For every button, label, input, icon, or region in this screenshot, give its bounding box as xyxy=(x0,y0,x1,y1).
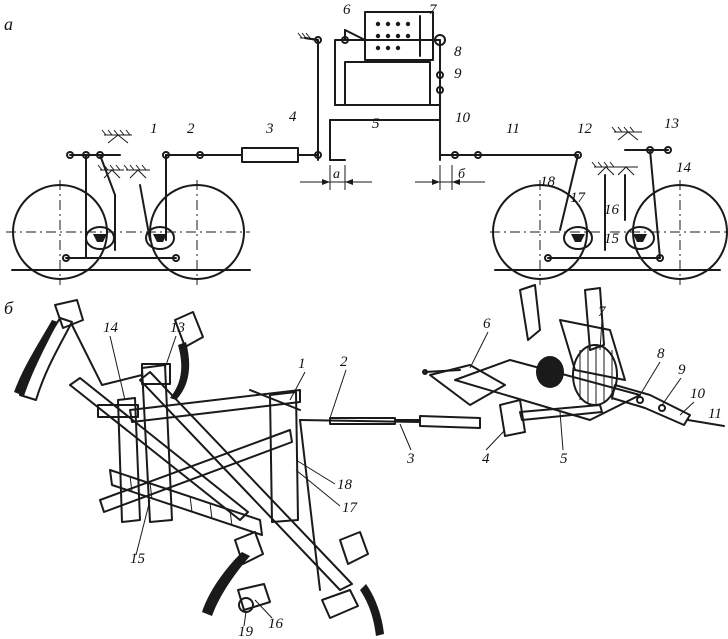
callout-p10: 10 xyxy=(690,386,706,402)
callout-p16: 16 xyxy=(268,616,284,632)
callout-7: 7 xyxy=(429,2,438,18)
callout-2: 2 xyxy=(187,121,195,137)
panel-label-b: б xyxy=(4,298,14,318)
control-linkage: а б xyxy=(297,11,485,190)
callout-5: 5 xyxy=(372,116,380,132)
callout-9: 9 xyxy=(454,66,462,82)
leader-lines xyxy=(109,319,695,627)
plough-body-lower-left xyxy=(202,531,271,616)
plough-body-lower-right xyxy=(321,531,384,636)
dimension-a: а xyxy=(333,167,340,182)
callout-6: 6 xyxy=(343,2,351,18)
drag-link-and-cylinder xyxy=(299,415,481,429)
callout-p9: 9 xyxy=(678,362,686,378)
callout-p4: 4 xyxy=(482,451,490,467)
callout-1: 1 xyxy=(150,121,158,137)
right-wheels xyxy=(490,126,728,285)
callout-18: 18 xyxy=(540,174,556,190)
callout-p19: 19 xyxy=(238,624,254,639)
schematic-callouts: 1 2 3 4 5 6 7 8 9 10 11 12 13 14 15 16 1… xyxy=(150,2,692,247)
callout-16: 16 xyxy=(604,202,620,218)
callout-14: 14 xyxy=(676,160,692,176)
callout-p18: 18 xyxy=(337,477,353,493)
callout-p13: 13 xyxy=(170,320,185,336)
callout-p7: 7 xyxy=(598,304,607,320)
left-wheels xyxy=(6,129,250,285)
perspective-panel: б xyxy=(4,284,725,639)
callout-4: 4 xyxy=(289,109,297,125)
callout-12: 12 xyxy=(577,121,593,137)
callout-p2: 2 xyxy=(340,354,348,370)
plough-body-middle xyxy=(170,311,204,400)
plough-body-upper xyxy=(14,299,143,401)
callout-p15: 15 xyxy=(130,551,146,567)
callout-11: 11 xyxy=(506,121,520,137)
callout-17: 17 xyxy=(570,190,587,206)
callout-p3: 3 xyxy=(406,451,415,467)
callout-p6: 6 xyxy=(483,316,491,332)
right-drag-link xyxy=(439,151,582,231)
callout-15: 15 xyxy=(604,231,620,247)
dimension-b: б xyxy=(458,167,466,182)
callout-p17: 17 xyxy=(342,500,359,516)
panel-label-a: а xyxy=(4,14,13,34)
callout-8: 8 xyxy=(454,44,462,60)
servo-mechanism xyxy=(422,284,725,437)
callout-p5: 5 xyxy=(560,451,568,467)
callout-13: 13 xyxy=(664,116,679,132)
perspective-callouts: 1 2 3 4 5 6 7 8 9 10 11 13 14 15 16 17 1… xyxy=(103,304,722,639)
callout-p14: 14 xyxy=(103,320,119,336)
callout-p1: 1 xyxy=(298,356,306,372)
callout-p8: 8 xyxy=(657,346,665,362)
left-drag-link xyxy=(162,147,322,163)
frame xyxy=(69,363,353,591)
callout-10: 10 xyxy=(455,110,471,126)
callout-p11: 11 xyxy=(708,406,722,422)
callout-3: 3 xyxy=(265,121,274,137)
schematic-panel: а xyxy=(4,2,728,285)
